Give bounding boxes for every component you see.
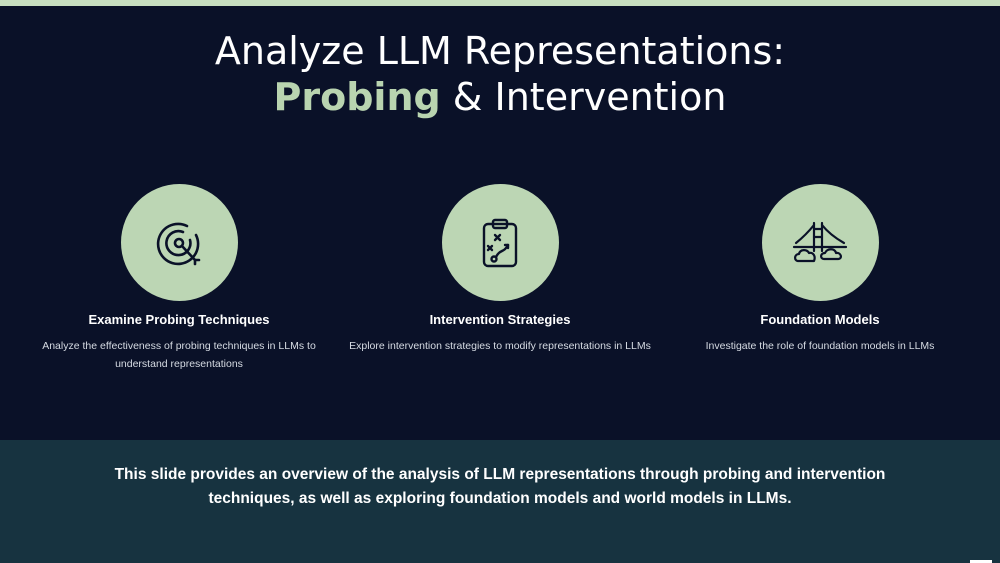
feature-card-intervention: Intervention Strategies Explore interven… bbox=[340, 184, 660, 355]
feature-icon-circle bbox=[120, 184, 238, 301]
footer-band bbox=[0, 440, 1000, 563]
feature-card-foundation: Foundation Models Investigate the role o… bbox=[660, 184, 980, 355]
title-accent-word: Probing bbox=[273, 75, 441, 119]
title-line-2-rest: & Intervention bbox=[440, 75, 727, 119]
feature-title: Intervention Strategies bbox=[429, 312, 571, 327]
feature-description: Investigate the role of foundation model… bbox=[705, 340, 935, 352]
top-accent-bar bbox=[0, 0, 1000, 6]
feature-title: Examine Probing Techniques bbox=[88, 312, 270, 327]
title-line-1: Analyze LLM Representations: bbox=[214, 29, 786, 73]
target-icon bbox=[156, 222, 201, 265]
feature-icon-circle bbox=[761, 184, 879, 301]
corner-mark bbox=[970, 560, 992, 563]
feature-description: Analyze the effectiveness of probing tec… bbox=[42, 340, 316, 370]
slide-title: Analyze LLM Representations: Probing & I… bbox=[0, 28, 1000, 120]
feature-description: Explore intervention strategies to modif… bbox=[349, 340, 651, 352]
feature-card-probing: Examine Probing Techniques Analyze the e… bbox=[19, 184, 339, 373]
feature-title: Foundation Models bbox=[760, 312, 880, 327]
bridge-clouds-icon bbox=[792, 221, 848, 262]
strategy-clipboard-icon bbox=[482, 218, 518, 267]
feature-row: Examine Probing Techniques Analyze the e… bbox=[0, 184, 1000, 384]
feature-icon-circle bbox=[441, 184, 559, 301]
footer-summary: This slide provides an overview of the a… bbox=[114, 466, 886, 507]
